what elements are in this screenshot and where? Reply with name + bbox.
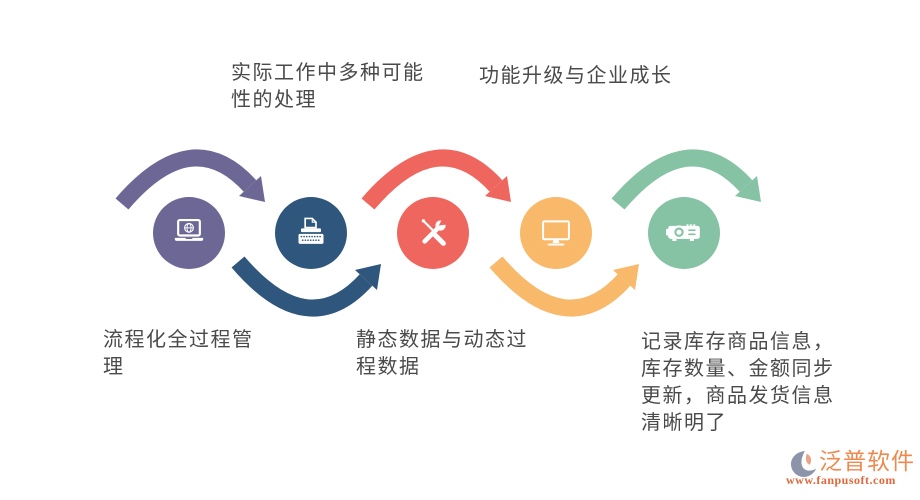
watermark-url: www.fanpusoft.com xyxy=(786,473,896,487)
arrow-over-step3 xyxy=(358,142,518,222)
step-circle-4 xyxy=(520,197,592,269)
tools-wrench-screwdriver-icon xyxy=(421,215,453,246)
step-circle-3 xyxy=(397,197,469,269)
typewriter-icon xyxy=(298,217,324,244)
arrow-under-step4 xyxy=(486,244,646,324)
step-label-1: 流程化全过程管理 xyxy=(103,329,254,378)
step-circle-5 xyxy=(648,197,720,269)
step-label-4: 功能升级与企业成长 xyxy=(479,65,673,87)
step-circle-1 xyxy=(153,197,225,269)
arrow-over-step5 xyxy=(608,142,768,222)
step-label-2: 实际工作中多种可能性的处理 xyxy=(231,62,425,111)
curved-arrow-icon xyxy=(115,149,265,210)
monitor-icon xyxy=(542,220,570,246)
curved-arrow-icon xyxy=(611,149,761,210)
projector-icon xyxy=(666,224,700,241)
arrow-under-step2 xyxy=(228,244,388,324)
fanpu-logo-icon xyxy=(791,450,817,483)
step-label-5: 记录库存商品信息，库存数量、金额同步更新，商品发货信息清晰明了 xyxy=(641,331,835,434)
arrow-over-step1 xyxy=(112,142,272,222)
step-circle-2 xyxy=(275,197,347,269)
curved-arrow-icon xyxy=(231,256,381,317)
step-label-3: 静态数据与动态过程数据 xyxy=(356,329,528,378)
laptop-globe-icon xyxy=(174,219,204,241)
watermark-brand: 泛普软件 xyxy=(819,448,915,474)
curved-arrow-icon xyxy=(361,149,511,210)
curved-arrow-icon xyxy=(489,256,639,317)
